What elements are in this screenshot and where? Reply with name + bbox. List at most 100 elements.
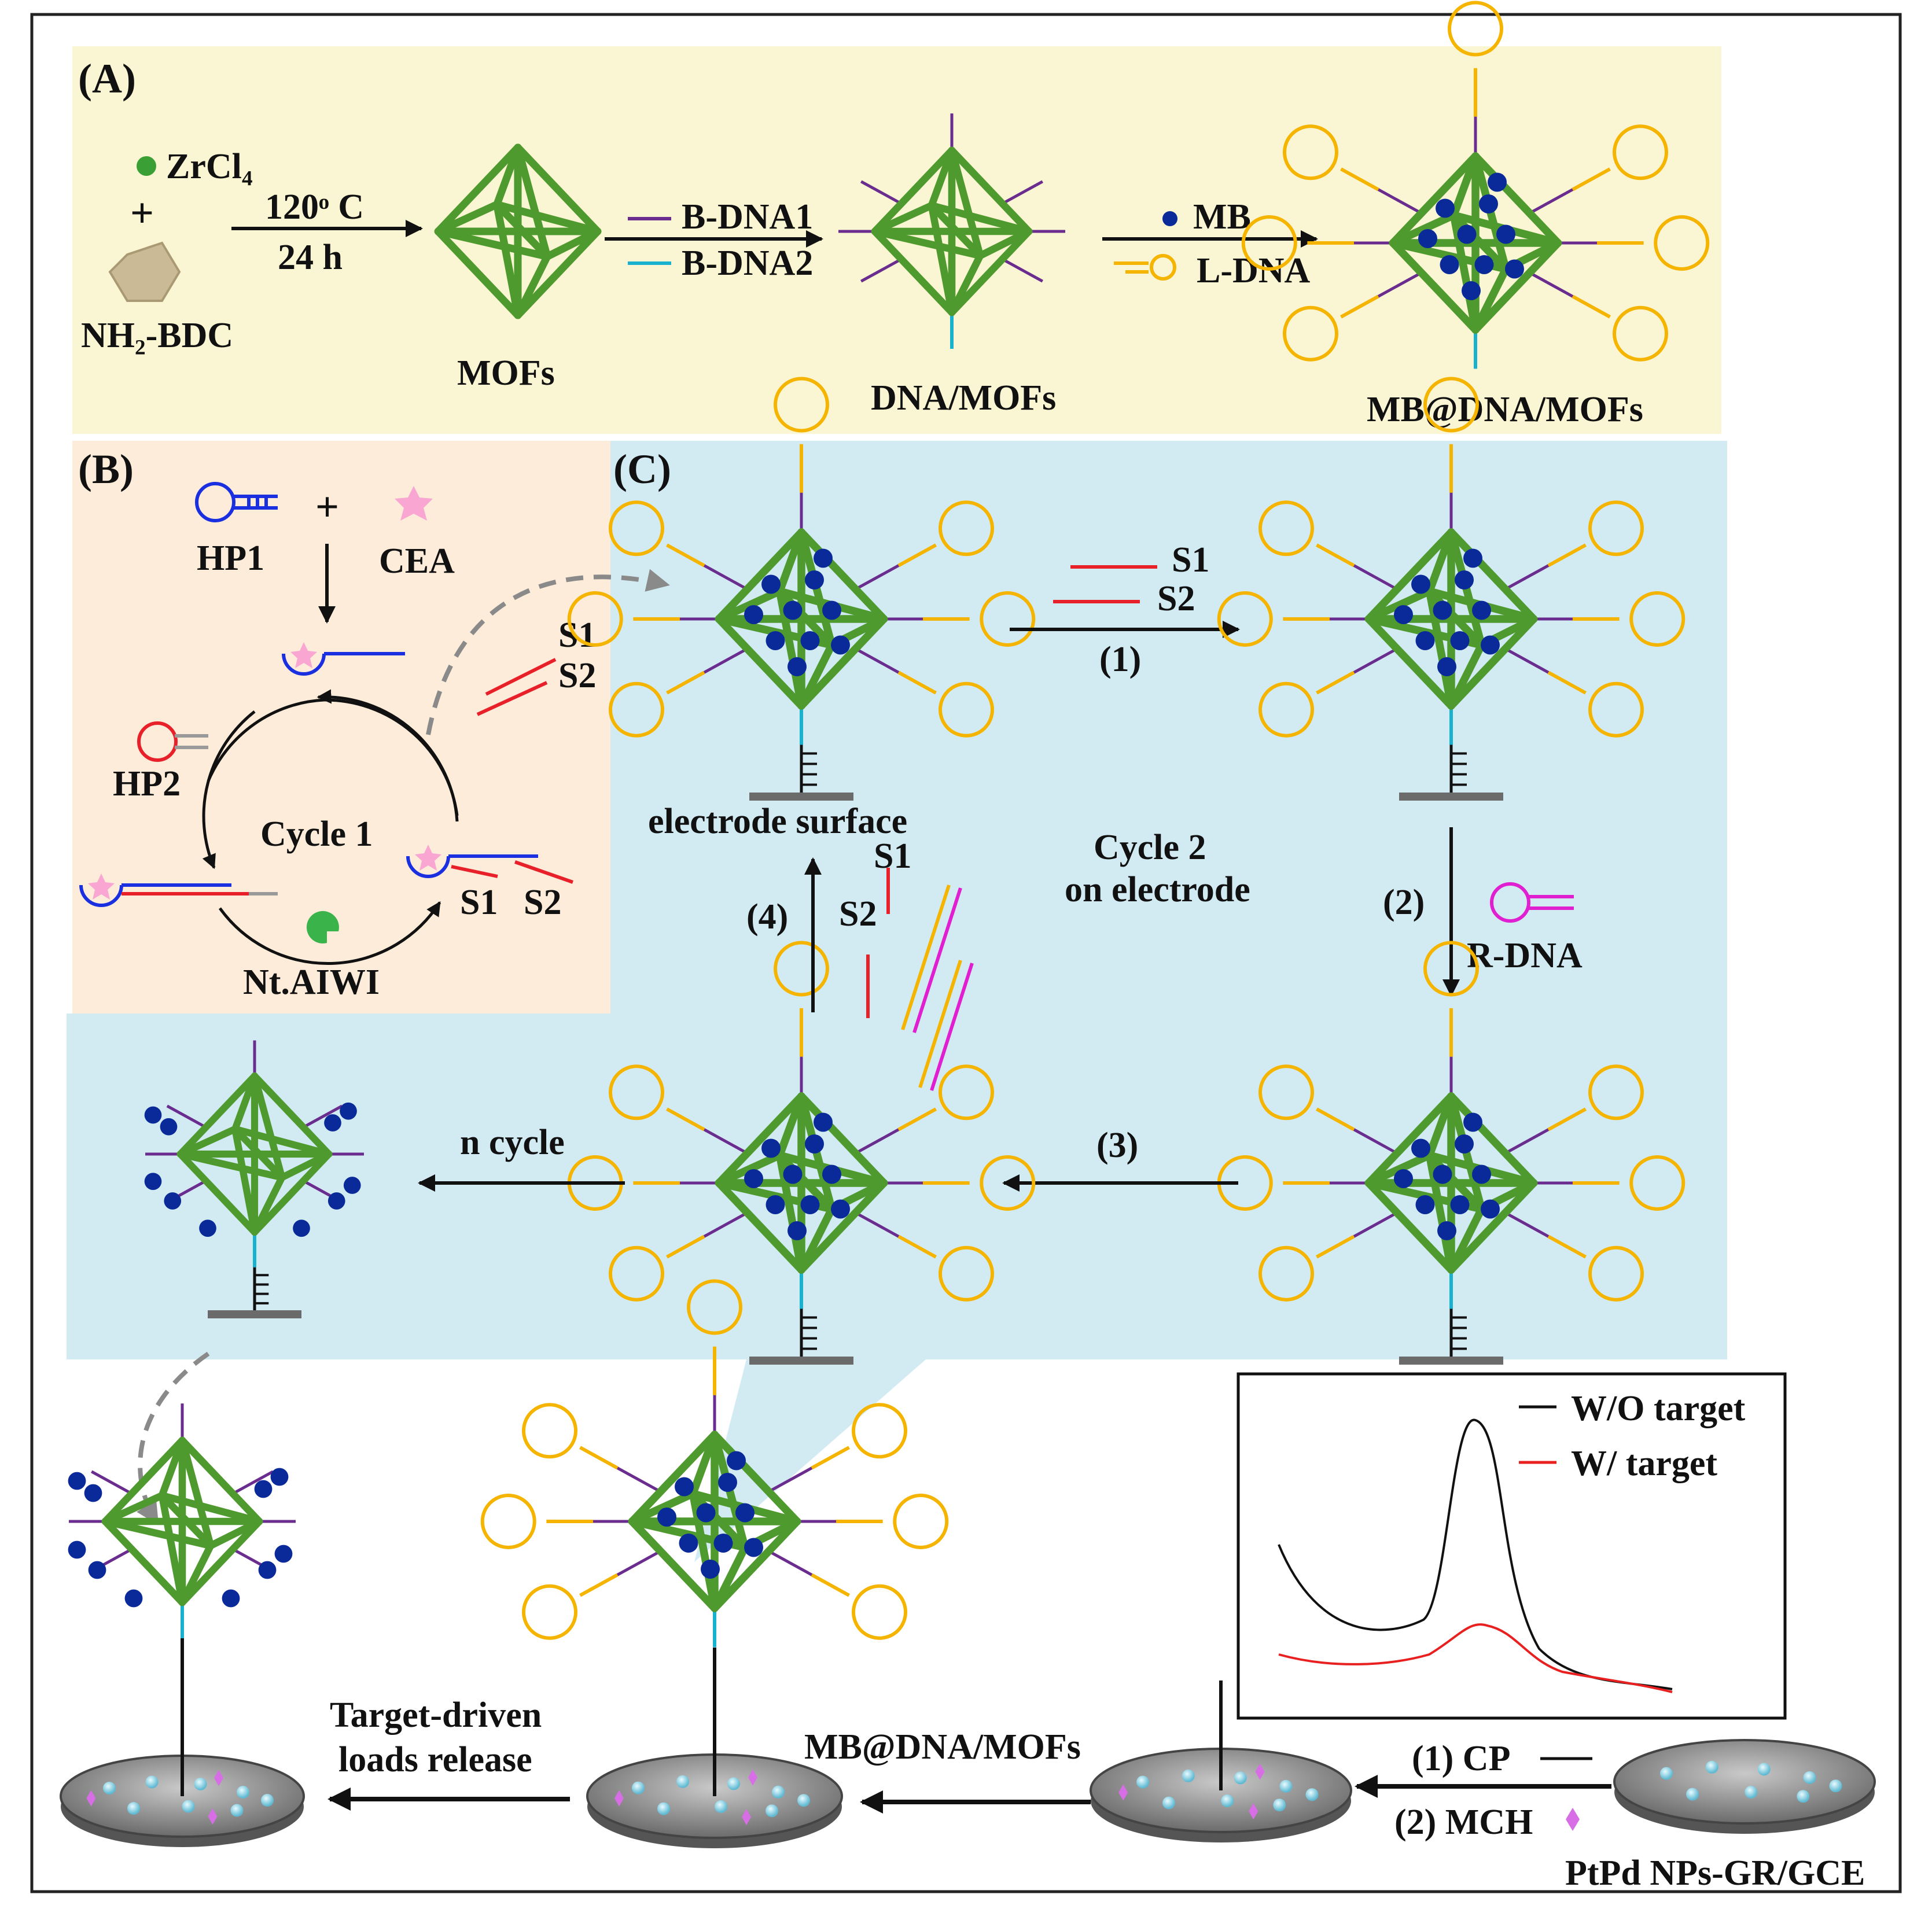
ldna-loop (1283, 305, 1338, 362)
bdna1-linker (767, 1466, 813, 1494)
ldna-stem (1547, 543, 1587, 567)
bdna1-linker (166, 1104, 207, 1129)
mof-framework-edge (715, 528, 805, 623)
released-mb-molecule (270, 1468, 289, 1486)
ptpd-nanoparticle (657, 1802, 670, 1815)
ldna-stem (1340, 294, 1379, 319)
mb-molecule (1481, 1199, 1500, 1219)
ldna-loop (939, 1245, 994, 1302)
ptpd-nanoparticle (1757, 1763, 1771, 1776)
ldna-loop (939, 1064, 994, 1121)
ptpd-nanoparticle (1162, 1796, 1175, 1810)
released-mb-molecule (144, 1173, 162, 1191)
bdna1-linker (854, 564, 900, 591)
mof-framework-edge (871, 146, 956, 235)
mof-framework-edge (251, 1072, 333, 1158)
ldna-stem (897, 1234, 937, 1259)
bdna1-label: B-DNA1 (682, 197, 813, 237)
curve-with-target (1278, 1623, 1673, 1693)
released-mb-molecule (68, 1541, 86, 1559)
mof-framework-edge (1389, 211, 1458, 247)
mb-molecule (1450, 631, 1470, 650)
bdna1-linker (1001, 180, 1044, 205)
ptpd-nanoparticle (772, 1785, 785, 1799)
mch-molecule (214, 1770, 223, 1786)
ptpd-nanoparticle (1234, 1771, 1247, 1785)
mof-framework-edge (715, 1179, 805, 1274)
mb-molecule (744, 1169, 763, 1188)
mof-framework-edge (797, 641, 836, 710)
mof-framework-edge (797, 615, 888, 710)
cp-modified-electrode-disc (1613, 1739, 1876, 1834)
mb-molecule (744, 605, 763, 624)
mof-framework-edge (251, 1174, 286, 1236)
mof-framework-edge (1364, 587, 1434, 623)
ldna-loop (1588, 681, 1644, 738)
mb-molecule (1411, 1138, 1430, 1158)
ldna-loop (939, 500, 994, 557)
ldna-loop (980, 591, 1036, 647)
mch-molecule (748, 1769, 757, 1786)
mb-molecule (657, 1508, 676, 1527)
mof-framework-edge (711, 1431, 801, 1525)
mof-framework-edge (1447, 528, 1538, 623)
ptpd-nanoparticle (261, 1794, 274, 1807)
mof-framework-edge (251, 1072, 286, 1181)
ldna-loop (1423, 941, 1479, 997)
cycle1-arrow-left (202, 710, 256, 869)
ldna-loop (522, 1584, 577, 1640)
electrode-base (749, 1357, 853, 1365)
panel-a-label: (A) (78, 56, 136, 102)
ldna-stem (1572, 167, 1611, 191)
ldna-loop (774, 377, 829, 433)
mof-framework-edge (1447, 1179, 1538, 1274)
bdna1-linker (860, 180, 903, 205)
dna-mof-crystal (838, 113, 1065, 349)
bdna1-linker (703, 1128, 749, 1155)
released-mb-molecule (164, 1192, 182, 1210)
released-mb-molecule (274, 1545, 293, 1563)
ptpd-nanoparticle (1136, 1775, 1149, 1789)
mb-molecule (1394, 1169, 1413, 1188)
ptpd-nanoparticle (1797, 1790, 1810, 1803)
ptpd-nanoparticle (1803, 1771, 1816, 1784)
ldna-loop (1588, 1245, 1644, 1302)
bdna1-linker (1353, 647, 1399, 674)
mb-molecule (735, 1503, 755, 1523)
mb-dna-mof-probe (1241, 1, 1710, 369)
mb-molecule (1455, 570, 1474, 589)
ldna-stem (666, 543, 705, 567)
mof-framework-edge (1364, 1092, 1455, 1187)
mof-framework-edge (176, 1125, 239, 1158)
mb-molecule (1437, 1221, 1456, 1240)
ldna-loop (522, 1403, 577, 1459)
released-s2-strand (476, 681, 548, 716)
mb-molecule (805, 570, 824, 589)
electrode-base (208, 1310, 301, 1318)
ptpd-nanoparticle (1705, 1760, 1718, 1774)
nh2bdc-hexagon (108, 241, 181, 302)
mb-dna-mofs-label: MB@DNA/MOFs (1367, 390, 1643, 429)
mb-molecule (766, 1195, 785, 1214)
cycle1-s2-label: S2 (524, 883, 561, 922)
ptpd-nanoparticle (1660, 1767, 1673, 1780)
mof-framework-edge (948, 227, 1033, 316)
released-s2-label: S2 (558, 656, 596, 695)
ptpd-nanoparticle (1273, 1799, 1286, 1812)
cycle1-label: Cycle 1 (260, 815, 373, 854)
mof-framework-edge (928, 201, 1033, 235)
ldna-stem (897, 543, 937, 567)
bdna1-linker (1528, 188, 1574, 215)
bdna1-linker (90, 1470, 133, 1495)
panel-b-plus: + (315, 484, 339, 530)
nt-aiwi-enzyme-icon (306, 911, 339, 944)
ldna-stem (1547, 670, 1587, 695)
probe-assembly-label: MB@DNA/MOFs (804, 1727, 1081, 1767)
mb-molecule (1479, 194, 1498, 213)
ldna-stem (1316, 1234, 1355, 1259)
ldna-loop (1258, 681, 1314, 738)
mb-molecule (1463, 548, 1482, 568)
mb-molecule (1463, 1112, 1482, 1132)
released-mb-molecule (160, 1118, 178, 1136)
